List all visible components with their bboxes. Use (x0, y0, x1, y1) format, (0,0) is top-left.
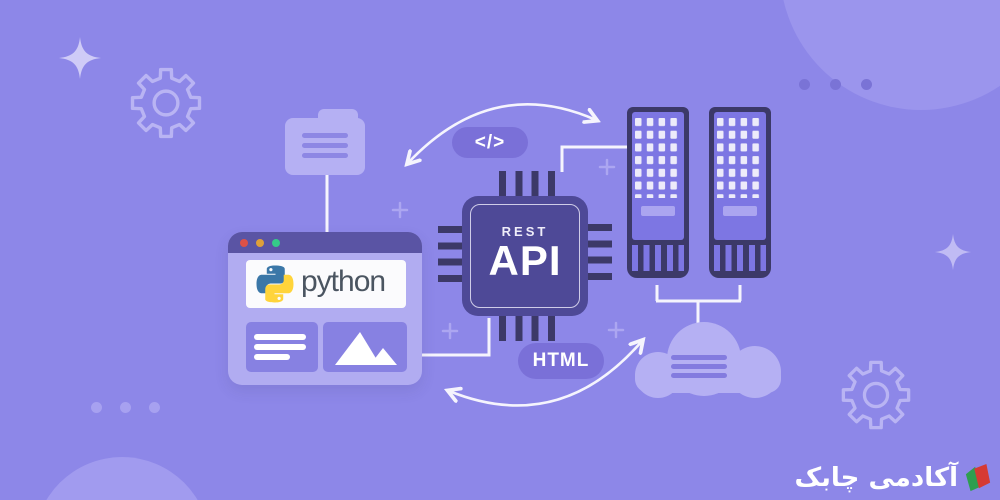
server-tower (709, 107, 771, 278)
brand-logo: آکادمی چابک (795, 462, 992, 494)
cloud-text-line (671, 364, 727, 369)
folder-tab (318, 109, 358, 125)
brand-name: آکادمی چابک (794, 463, 958, 493)
server-panel (632, 112, 684, 240)
traffic-light-green (272, 238, 280, 247)
code-icon: </> (452, 127, 528, 158)
server-tower (627, 107, 689, 278)
python-logo-icon (256, 265, 294, 303)
decor-circle-bottom-left (34, 457, 210, 500)
chip-pins-bottom (499, 316, 555, 341)
cloud-icon (633, 318, 783, 398)
mountains-icon (335, 332, 397, 365)
browser-titlebar (228, 232, 422, 253)
connector-browser-chip (422, 318, 491, 357)
cloud-text-line (671, 355, 727, 360)
connector-chip-server (560, 145, 628, 172)
gear-icon (130, 67, 202, 139)
brand-logo-icon (965, 464, 991, 492)
python-wordmark: python (301, 265, 386, 298)
dots-decor (799, 79, 883, 90)
server-panel (714, 112, 766, 240)
traffic-light-yellow (256, 238, 264, 247)
gear-icon (841, 360, 911, 430)
server-led-grid (717, 118, 763, 198)
server-vents (714, 245, 766, 271)
chip-pins-left (438, 226, 462, 282)
rest-api-chip: REST API (438, 171, 612, 341)
text-block-placeholder (246, 322, 318, 372)
chip-inner-outline (470, 204, 580, 308)
sparkle-icon (934, 233, 972, 271)
server-led-grid (635, 118, 681, 198)
cloud-text-line (671, 373, 727, 378)
server-vents (632, 245, 684, 271)
decor-circle-top-right (780, 0, 1000, 110)
chip-pins-top (499, 171, 555, 196)
sparkle-icon (59, 37, 101, 79)
folder-icon (285, 109, 365, 175)
server-drive-slot (723, 206, 757, 216)
html-badge: HTML (518, 343, 604, 379)
chip-pins-right (588, 224, 612, 280)
python-logo-card: python (246, 260, 406, 308)
server-drive-slot (641, 206, 675, 216)
image-placeholder-icon (323, 322, 407, 372)
traffic-light-red (240, 238, 248, 247)
dots-decor (91, 402, 175, 413)
chip-rest-label: REST (501, 224, 549, 239)
browser-window: python (228, 232, 422, 385)
chip-api-label: API (488, 237, 562, 284)
